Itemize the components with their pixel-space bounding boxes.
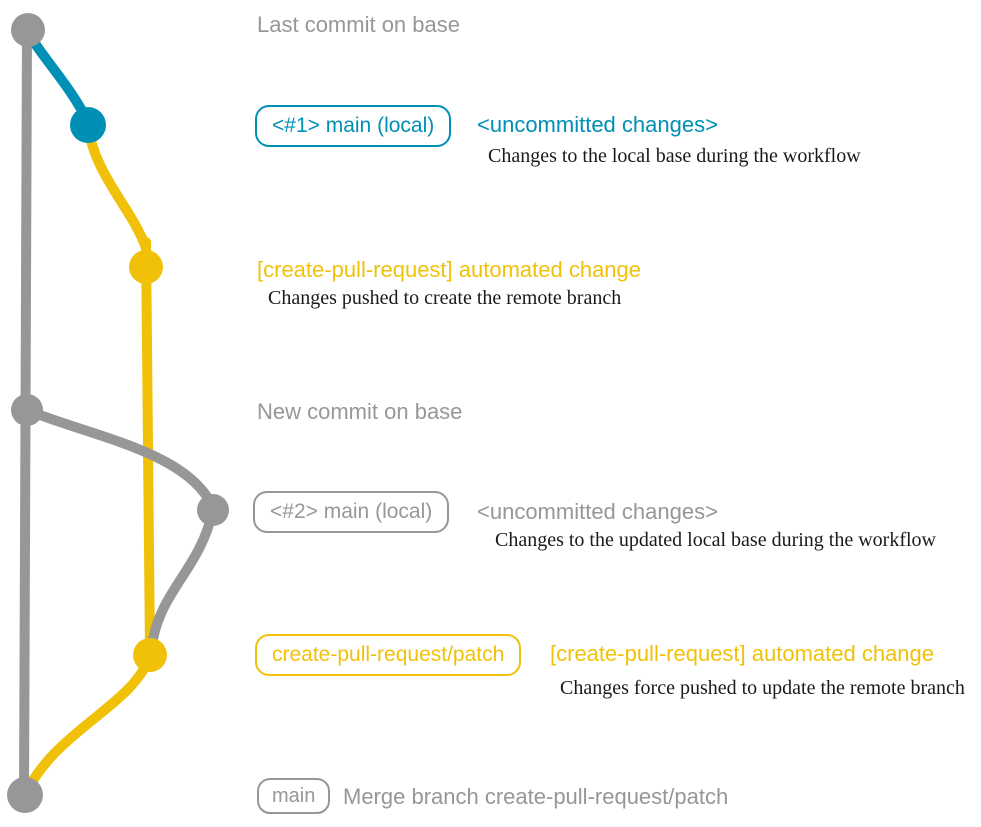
branch-badge-main-local-2: <#2> main (local) bbox=[253, 491, 450, 533]
commit-dot-new-base bbox=[11, 394, 43, 426]
branch-line-local-main2-in bbox=[147, 505, 218, 650]
commit-message-merge-branch: Merge branch create-pull-request/patch bbox=[343, 784, 729, 809]
commit-dot-merge bbox=[7, 777, 43, 813]
branch-line-local-main-out bbox=[23, 27, 93, 127]
description-force-push-update-branch: Changes force pushed to update the remot… bbox=[560, 677, 965, 699]
commit-dot-local-main-2 bbox=[197, 494, 229, 526]
description-updated-local-base-changes: Changes to the updated local base during… bbox=[495, 529, 936, 551]
branch-line-patch-vertical bbox=[141, 237, 155, 657]
branch-badge-main: main bbox=[257, 778, 331, 814]
description-local-base-changes: Changes to the local base during the wor… bbox=[488, 145, 861, 167]
commit-dot-automated-change-1 bbox=[129, 250, 163, 284]
status-uncommitted-changes-1: <uncommitted changes> bbox=[477, 112, 718, 137]
label-new-commit-on-base: New commit on base bbox=[257, 399, 463, 424]
label-last-commit-on-base: Last commit on base bbox=[257, 12, 460, 37]
branch-line-local-main2-out bbox=[22, 405, 218, 513]
branch-line-patch-out bbox=[83, 120, 151, 253]
commit-dot-local-main-1 bbox=[70, 107, 106, 143]
commit-message-automated-change-2: [create-pull-request] automated change bbox=[550, 641, 935, 666]
branch-badge-create-pull-request-patch: create-pull-request/patch bbox=[255, 634, 522, 676]
branch-badge-main-local-1: <#1> main (local) bbox=[255, 105, 452, 147]
commit-dot-last-base bbox=[11, 13, 45, 47]
commit-message-automated-change-1: [create-pull-request] automated change bbox=[257, 257, 642, 282]
branch-line-patch-merge bbox=[20, 650, 155, 800]
description-push-create-branch: Changes pushed to create the remote bran… bbox=[268, 287, 622, 309]
status-uncommitted-changes-2: <uncommitted changes> bbox=[477, 499, 718, 524]
commit-dot-automated-change-2 bbox=[133, 638, 167, 672]
